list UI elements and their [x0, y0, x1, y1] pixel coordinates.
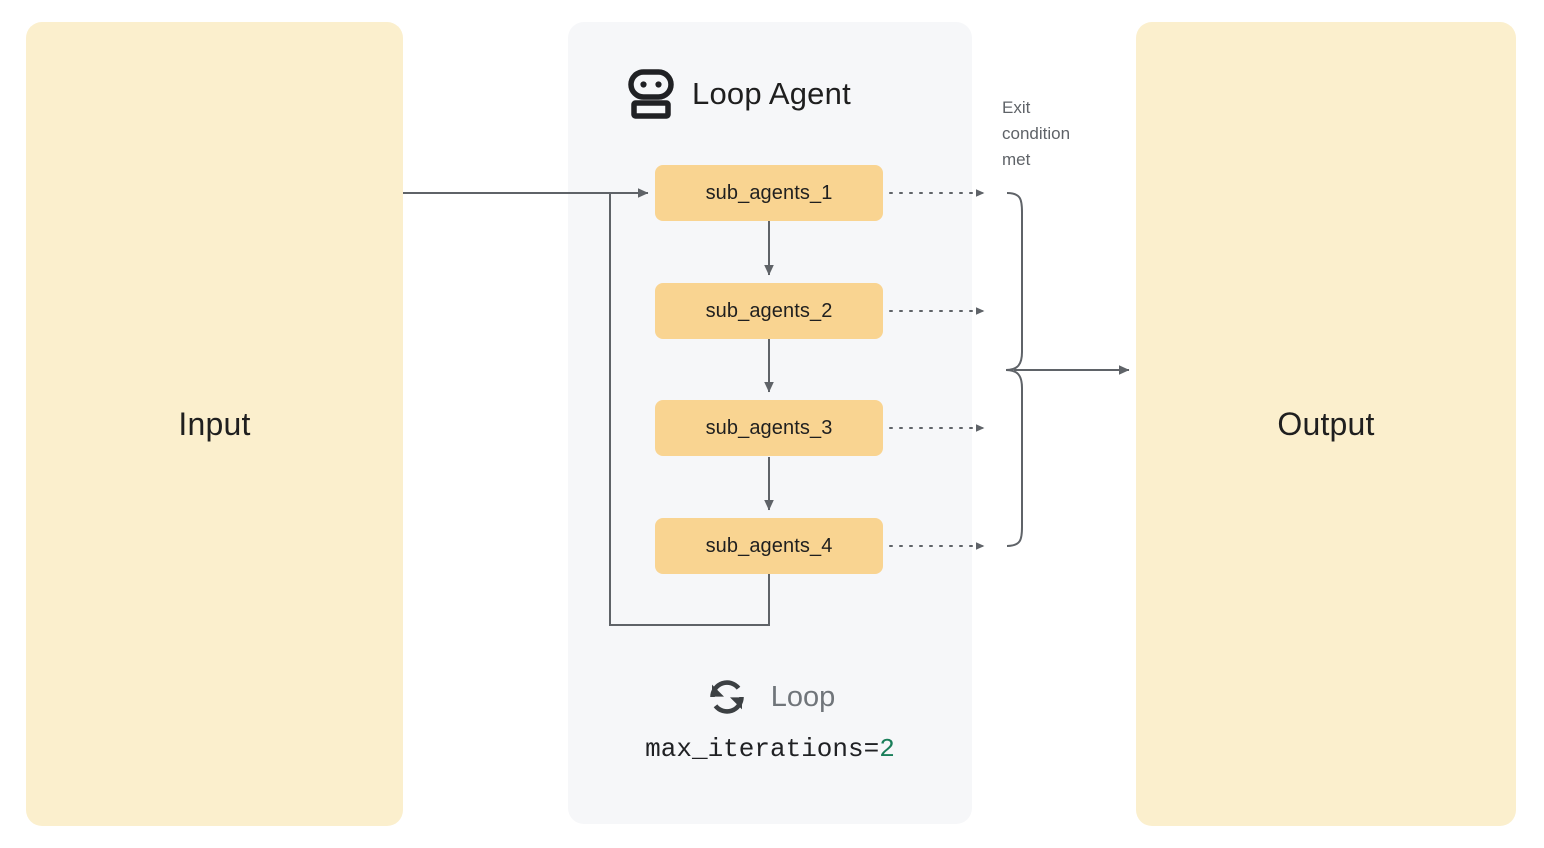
- loop-footer-row: Loop: [568, 668, 972, 726]
- sub-agent-label: sub_agents_1: [705, 181, 833, 204]
- loop-footer: Loop max_iterations=2: [568, 668, 972, 764]
- max-iterations-value: max_iterations=2: [568, 734, 972, 764]
- sub-agent-label: sub_agents_4: [705, 534, 833, 557]
- input-panel: Input: [26, 22, 403, 826]
- sub-agent-box[interactable]: sub_agents_3: [655, 400, 883, 456]
- max-iterations-number: 2: [879, 734, 895, 764]
- loop-refresh-icon: [705, 675, 749, 719]
- brace-lower: [1005, 369, 1023, 547]
- sub-agent-label: sub_agents_3: [705, 416, 833, 439]
- output-panel: Output: [1136, 22, 1516, 826]
- output-label: Output: [1277, 405, 1375, 442]
- sub-agent-box[interactable]: sub_agents_1: [655, 165, 883, 221]
- loop-label: Loop: [770, 680, 836, 713]
- exit-condition-label: Exit condition met: [1002, 98, 1071, 169]
- loop-agent-title: Loop Agent: [692, 76, 851, 111]
- sub-agent-box[interactable]: sub_agents_4: [655, 518, 883, 574]
- robot-icon: [628, 69, 674, 119]
- brace-upper: [1005, 192, 1023, 371]
- sub-agent-label: sub_agents_2: [705, 299, 833, 322]
- max-iterations-key: max_iterations=: [645, 734, 880, 764]
- sub-agent-box[interactable]: sub_agents_2: [655, 283, 883, 339]
- loop-agent-header: Loop Agent: [628, 66, 851, 122]
- input-label: Input: [178, 405, 251, 442]
